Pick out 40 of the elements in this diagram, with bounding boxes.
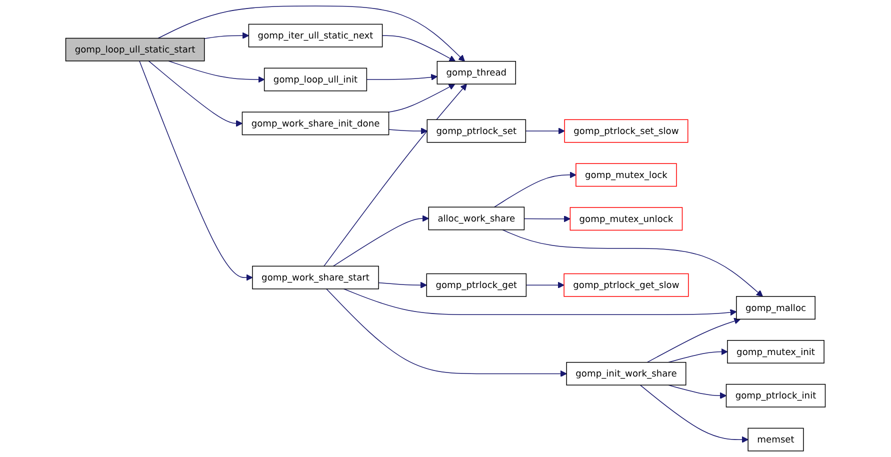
arrow: [388, 128, 428, 134]
arrow: [640, 384, 748, 443]
node-box: gomp_malloc: [736, 296, 816, 320]
node-box: gomp_work_share_init_done: [242, 112, 390, 136]
arrow: [525, 128, 565, 134]
node-box: memset: [748, 428, 804, 452]
node-box: gomp_mutex_unlock: [570, 207, 683, 231]
node-box: gomp_ptrlock_set_slow: [564, 119, 688, 143]
arrow: [382, 35, 456, 62]
node-box: gomp_ptrlock_get_slow: [564, 273, 689, 297]
arrow: [524, 216, 570, 222]
arrow: [326, 288, 567, 378]
arrow: [168, 60, 265, 83]
node-box: gomp_init_work_share: [566, 362, 686, 386]
node-box: gomp_iter_ull_static_next: [248, 24, 383, 48]
arrow: [148, 60, 243, 127]
arrow: [158, 6, 465, 62]
arrow: [668, 384, 727, 399]
node-box: gomp_mutex_init: [727, 340, 824, 364]
node-box: gomp_loop_ull_init: [264, 68, 368, 92]
arrow: [324, 84, 467, 267]
arrow: [366, 74, 438, 80]
node-box: gomp_ptrlock_set: [426, 119, 526, 143]
node-box: gomp_ptrlock_init: [726, 384, 826, 408]
arrow: [668, 348, 728, 363]
arrow: [494, 172, 576, 208]
node-box: gomp_thread: [436, 60, 516, 84]
node-box: gomp_work_share_start: [252, 266, 379, 290]
arrow: [343, 288, 737, 316]
arrow: [526, 282, 564, 288]
node-box: gomp_mutex_lock: [576, 163, 677, 187]
arrow: [204, 32, 249, 39]
arrow: [378, 282, 427, 288]
node-box: gomp_ptrlock_get: [426, 273, 527, 297]
arrow: [388, 84, 456, 112]
node-box: alloc_work_share: [428, 206, 525, 230]
arrow: [332, 215, 429, 267]
arrow: [139, 60, 253, 281]
arrow: [646, 318, 741, 363]
node-box: gomp_loop_ull_static_start: [65, 38, 205, 62]
